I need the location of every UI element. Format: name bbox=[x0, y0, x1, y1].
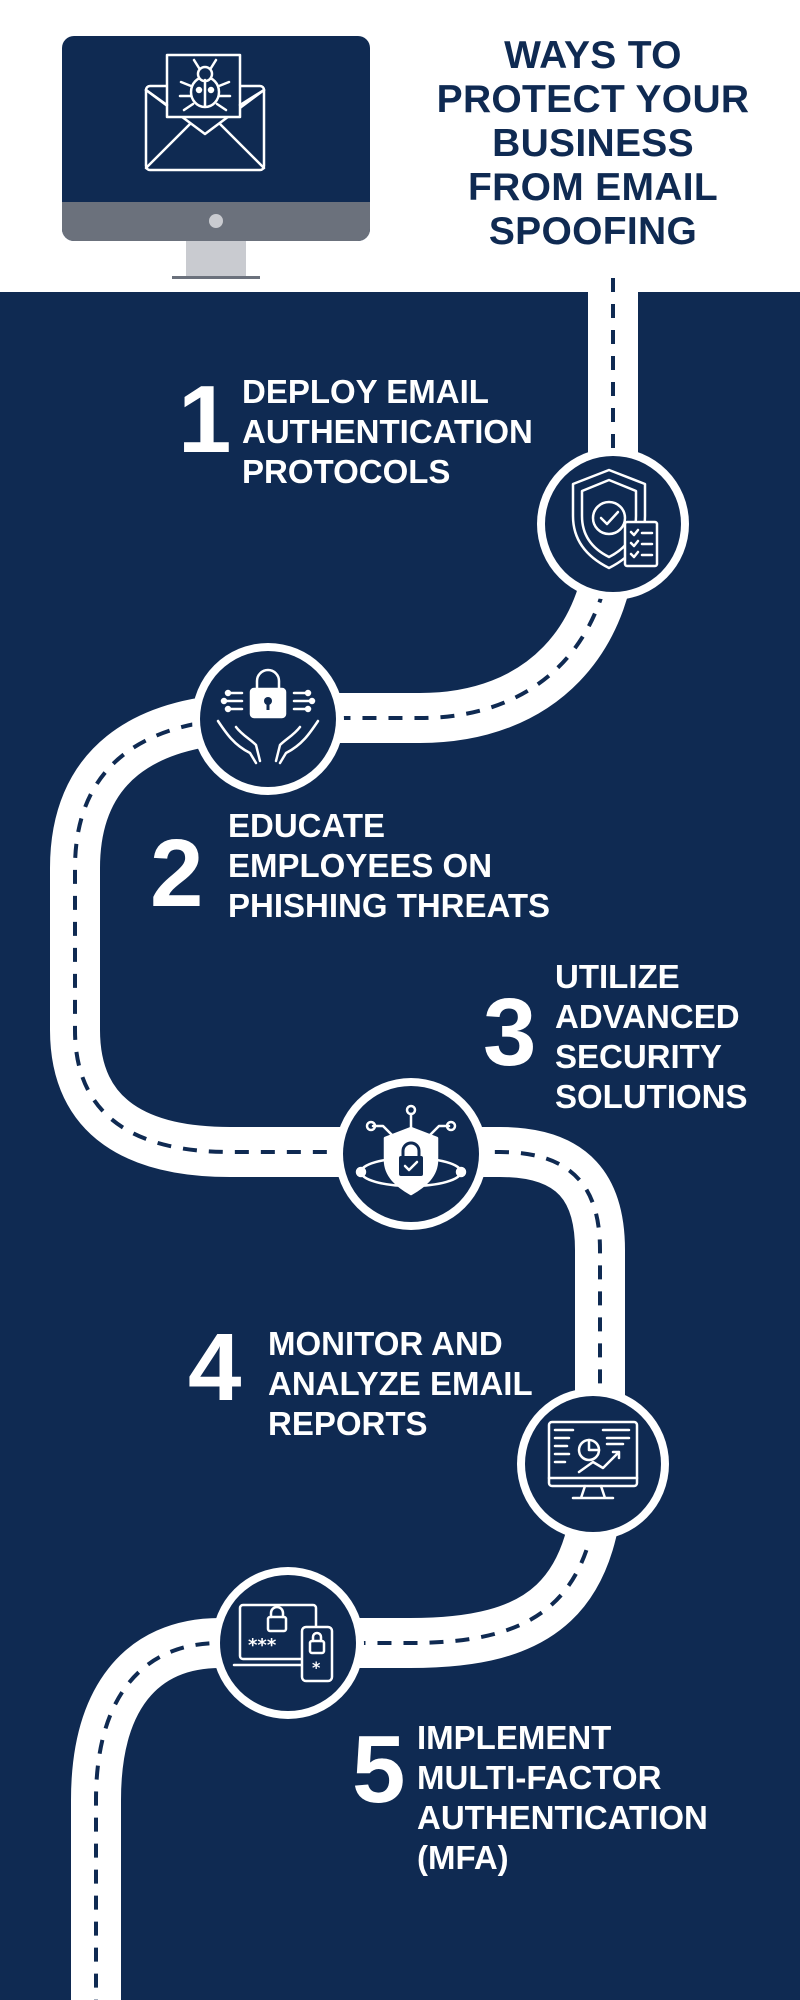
bug-envelope-icon bbox=[144, 53, 266, 172]
step-number: 3 bbox=[483, 979, 537, 1086]
step-label: IMPLEMENT MULTI-FACTOR AUTHENTICATION (M… bbox=[417, 1719, 708, 1876]
svg-text:*: * bbox=[312, 1658, 321, 1677]
step-number: 2 bbox=[150, 820, 204, 927]
step-number: 5 bbox=[352, 1716, 406, 1823]
page-title: WAYS TO PROTECT YOUR BUSINESS FROM EMAIL… bbox=[436, 34, 750, 253]
computer-monitor-icon bbox=[62, 36, 370, 279]
monitor-analytics-icon bbox=[517, 1388, 669, 1540]
shield-checklist-icon bbox=[537, 448, 689, 600]
laptop-phone-password-icon: *** * bbox=[212, 1567, 364, 1719]
step-label: DEPLOY EMAIL AUTHENTICATION PROTOCOLS bbox=[242, 373, 533, 490]
security-shield-network-icon bbox=[335, 1078, 487, 1230]
step-label: EDUCATE EMPLOYEES ON PHISHING THREATS bbox=[228, 807, 551, 924]
header: WAYS TO PROTECT YOUR BUSINESS FROM EMAIL… bbox=[0, 0, 800, 292]
svg-text:***: *** bbox=[248, 1635, 277, 1656]
hands-lock-icon bbox=[192, 643, 344, 795]
step-label: UTILIZE ADVANCED SECURITY SOLUTIONS bbox=[555, 958, 748, 1115]
step-label: MONITOR AND ANALYZE EMAIL REPORTS bbox=[268, 1325, 533, 1442]
step-number: 4 bbox=[188, 1314, 242, 1421]
step-number: 1 bbox=[178, 366, 232, 473]
